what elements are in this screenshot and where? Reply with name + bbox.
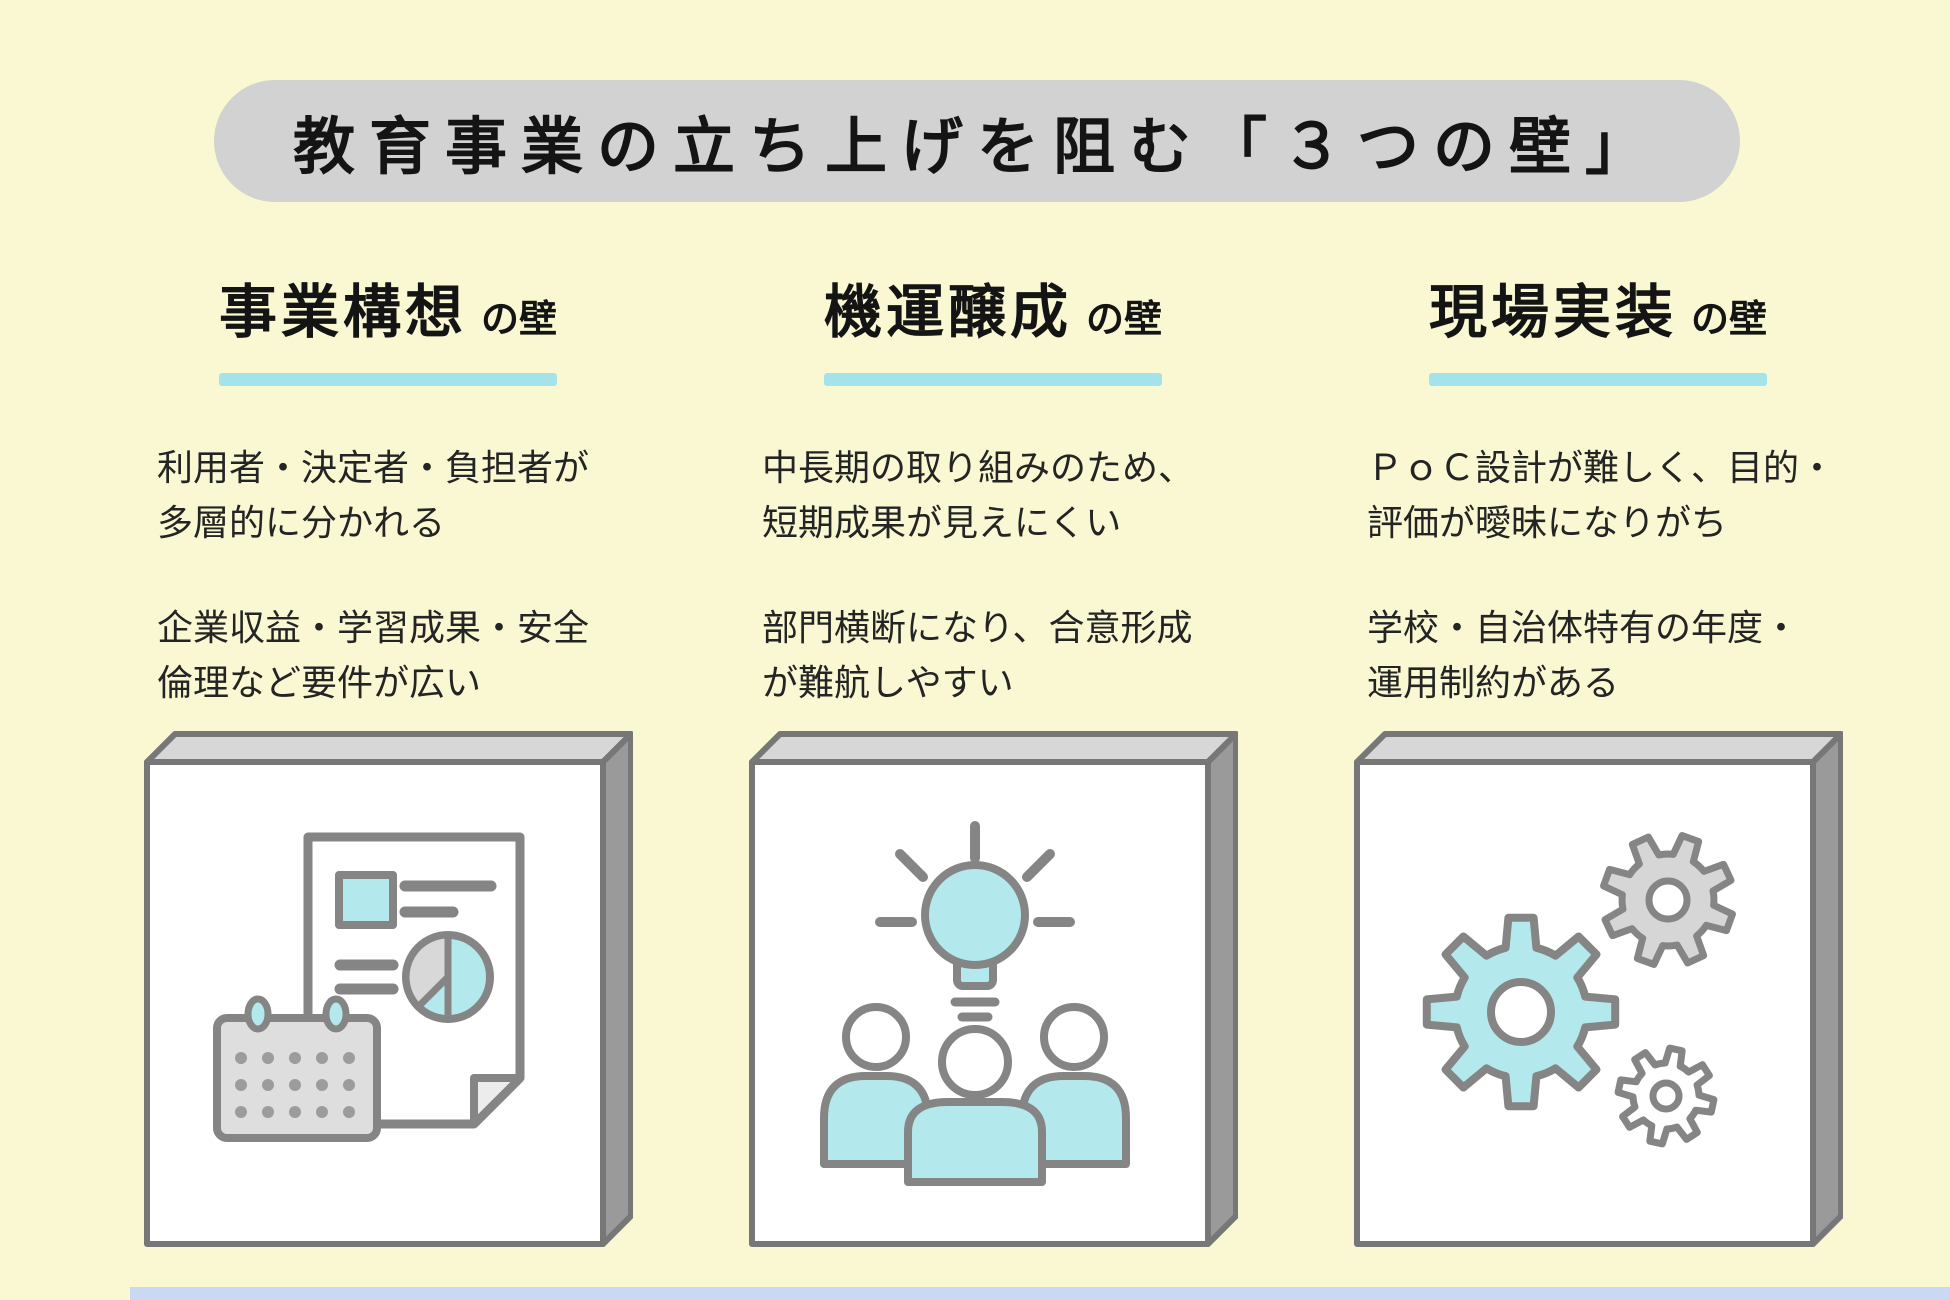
wall-box <box>144 731 633 1247</box>
column-heading: 事業構想の壁 <box>209 278 567 386</box>
person-head <box>1040 1003 1108 1071</box>
wall-box <box>1354 731 1843 1247</box>
gear-large-hole <box>1487 978 1555 1046</box>
team-idea-icon <box>820 821 1130 1186</box>
gear-medium-hole <box>1645 877 1691 923</box>
box-side-face <box>1810 731 1843 1247</box>
heading-suffix: の壁 <box>1086 299 1163 341</box>
gear-small-hole <box>1649 1079 1683 1113</box>
heading-underline <box>1428 373 1768 386</box>
bottom-accent-strip <box>130 1287 1950 1300</box>
heading-text: 事業構想 <box>218 280 467 345</box>
column-heading: 現場実装の壁 <box>1419 278 1777 386</box>
heading-text: 機運醸成 <box>823 280 1072 345</box>
box-side-face <box>600 731 633 1247</box>
heading-suffix: の壁 <box>1691 299 1768 341</box>
heading-underline <box>218 373 558 386</box>
person-body <box>904 1098 1046 1186</box>
box-side-face <box>1205 731 1238 1247</box>
wall-box <box>749 731 1238 1247</box>
heading-suffix: の壁 <box>481 299 558 341</box>
column-heading: 機運醸成の壁 <box>814 278 1172 386</box>
heading-text: 現場実装 <box>1428 280 1677 345</box>
column-business-concept: 事業構想の壁 利用者・決定者・負担者が 多層的に分かれる 企業収益・学習成果・安… <box>143 278 633 1250</box>
point-text: ＰｏＣ設計が難しく、目的・ 評価が曖昧になりがち <box>1367 447 1836 543</box>
person-body <box>1018 1072 1130 1168</box>
box-top-face <box>749 731 1238 765</box>
page-title: 教育事業の立ち上げを阻む「３つの壁」 <box>292 113 1661 182</box>
point-text: 学校・自治体特有の年度・ 運用制約がある <box>1367 607 1800 703</box>
gears-icon <box>1422 832 1736 1148</box>
person-head <box>938 1025 1012 1099</box>
box-top-face <box>1354 731 1843 765</box>
title-pill: 教育事業の立ち上げを阻む「３つの壁」 <box>214 80 1740 202</box>
point-text: 部門横断になり、合意形成 が難航しやすい <box>762 607 1193 703</box>
column-momentum-building: 機運醸成の壁 中長期の取り組みのため、 短期成果が見えにくい 部門横断になり、合… <box>748 278 1238 1250</box>
point-text: 中長期の取り組みのため、 短期成果が見えにくい <box>762 447 1195 543</box>
lightbulb-icon <box>875 821 1075 1022</box>
box-top-face <box>144 731 633 765</box>
calendar-icon <box>213 995 381 1142</box>
report-calendar-icon <box>213 832 525 1142</box>
point-text: 企業収益・学習成果・安全 倫理など要件が広い <box>157 607 590 703</box>
heading-underline <box>823 373 1163 386</box>
point-text: 利用者・決定者・負担者が 多層的に分かれる <box>157 447 590 543</box>
person-head <box>842 1003 910 1071</box>
image-placeholder <box>335 871 397 929</box>
page-fold <box>470 1074 524 1128</box>
pie-chart-icon <box>402 931 494 1023</box>
column-field-implementation: 現場実装の壁 ＰｏＣ設計が難しく、目的・ 評価が曖昧になりがち 学校・自治体特有… <box>1353 278 1843 1250</box>
people-group-icon <box>820 1003 1130 1186</box>
